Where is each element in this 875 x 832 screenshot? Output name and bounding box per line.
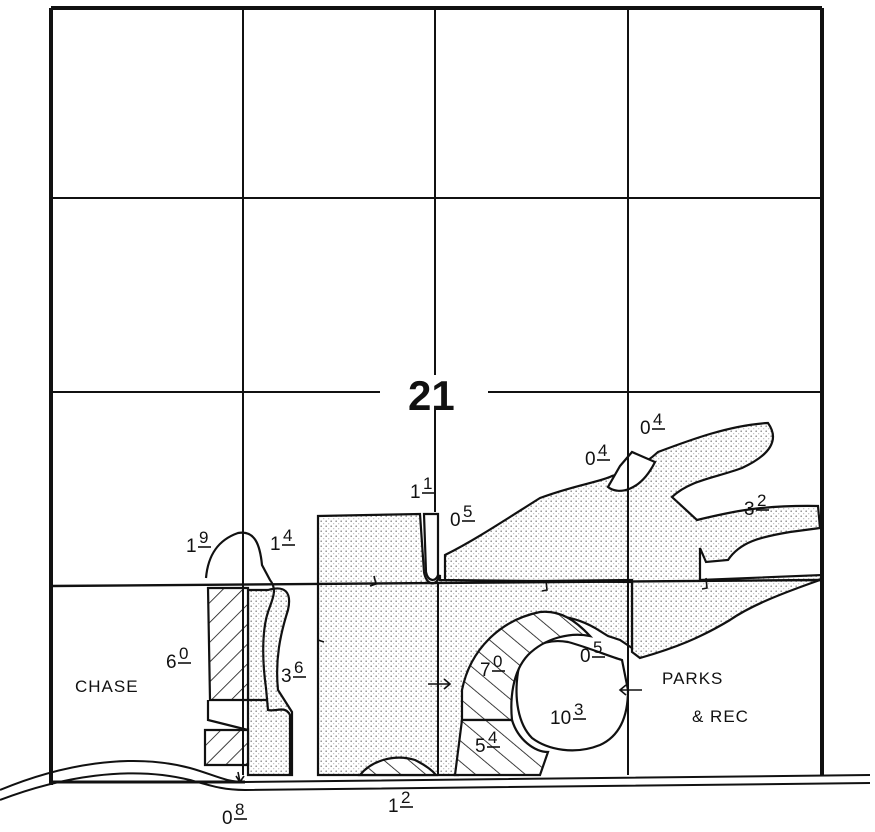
- acreage-fraction: 4: [283, 526, 292, 545]
- acreage-main: 0: [450, 510, 461, 531]
- acreage-main: 1: [186, 536, 197, 557]
- acreage-fraction: 0: [493, 652, 502, 671]
- acreage-fraction: 0: [179, 644, 188, 663]
- west-stippled-parcel: [246, 587, 294, 777]
- acreage-main: 7: [480, 660, 491, 681]
- acreage-main: 1: [410, 482, 421, 503]
- stippled-parcels: [246, 421, 824, 777]
- acreage-fraction: 3: [574, 700, 583, 719]
- east-inlet: [606, 450, 657, 492]
- acreage-fraction: 4: [598, 441, 607, 460]
- ownership-arrows: [235, 575, 708, 784]
- acreage-main: 10: [550, 708, 571, 729]
- acreage-fraction: 8: [235, 800, 244, 819]
- acreage-fraction: 4: [488, 728, 497, 747]
- acreage-fraction: 5: [463, 502, 472, 521]
- acreage-main: 0: [585, 449, 596, 470]
- inner-sliver: [422, 512, 440, 581]
- hatched-road-mound: [357, 756, 439, 777]
- outlined-parcel-northwest: [204, 531, 292, 775]
- acreage-main: 1: [388, 796, 399, 817]
- pond-parcel: [515, 640, 630, 752]
- acreage-main: 6: [166, 652, 177, 673]
- unshaded-parcels: [515, 450, 657, 752]
- acreage-fraction: 2: [401, 788, 410, 807]
- acreage-fraction: 9: [199, 528, 208, 547]
- acreage-main: 0: [222, 808, 233, 829]
- acreage-fraction: 1: [423, 474, 432, 493]
- hatched-southwest-block: [203, 728, 250, 767]
- acreage-main: 0: [580, 646, 591, 667]
- hatched-center-crescent: [460, 610, 594, 722]
- acreage-main: 5: [475, 736, 486, 757]
- acreage-main: 3: [281, 666, 292, 687]
- north-stippled-parcel: [443, 421, 824, 660]
- south-road: [0, 760, 871, 801]
- acreage-fraction: 6: [294, 658, 303, 677]
- parks-label: PARKS: [662, 669, 723, 688]
- section-number: 21: [408, 372, 455, 419]
- chase-label: CHASE: [75, 677, 139, 696]
- hatched-south-parcel: [453, 718, 550, 777]
- acreage-fraction: 5: [593, 638, 602, 657]
- section-grid: [49, 6, 824, 785]
- acreage-main: 1: [270, 534, 281, 555]
- acreage-fraction: 2: [757, 491, 766, 510]
- acreage-fraction: 4: [653, 410, 662, 429]
- rec-label: & REC: [692, 707, 749, 726]
- acreage-main: 3: [744, 499, 755, 520]
- acreage-main: 0: [640, 418, 651, 439]
- hatched-parcels: [203, 586, 594, 777]
